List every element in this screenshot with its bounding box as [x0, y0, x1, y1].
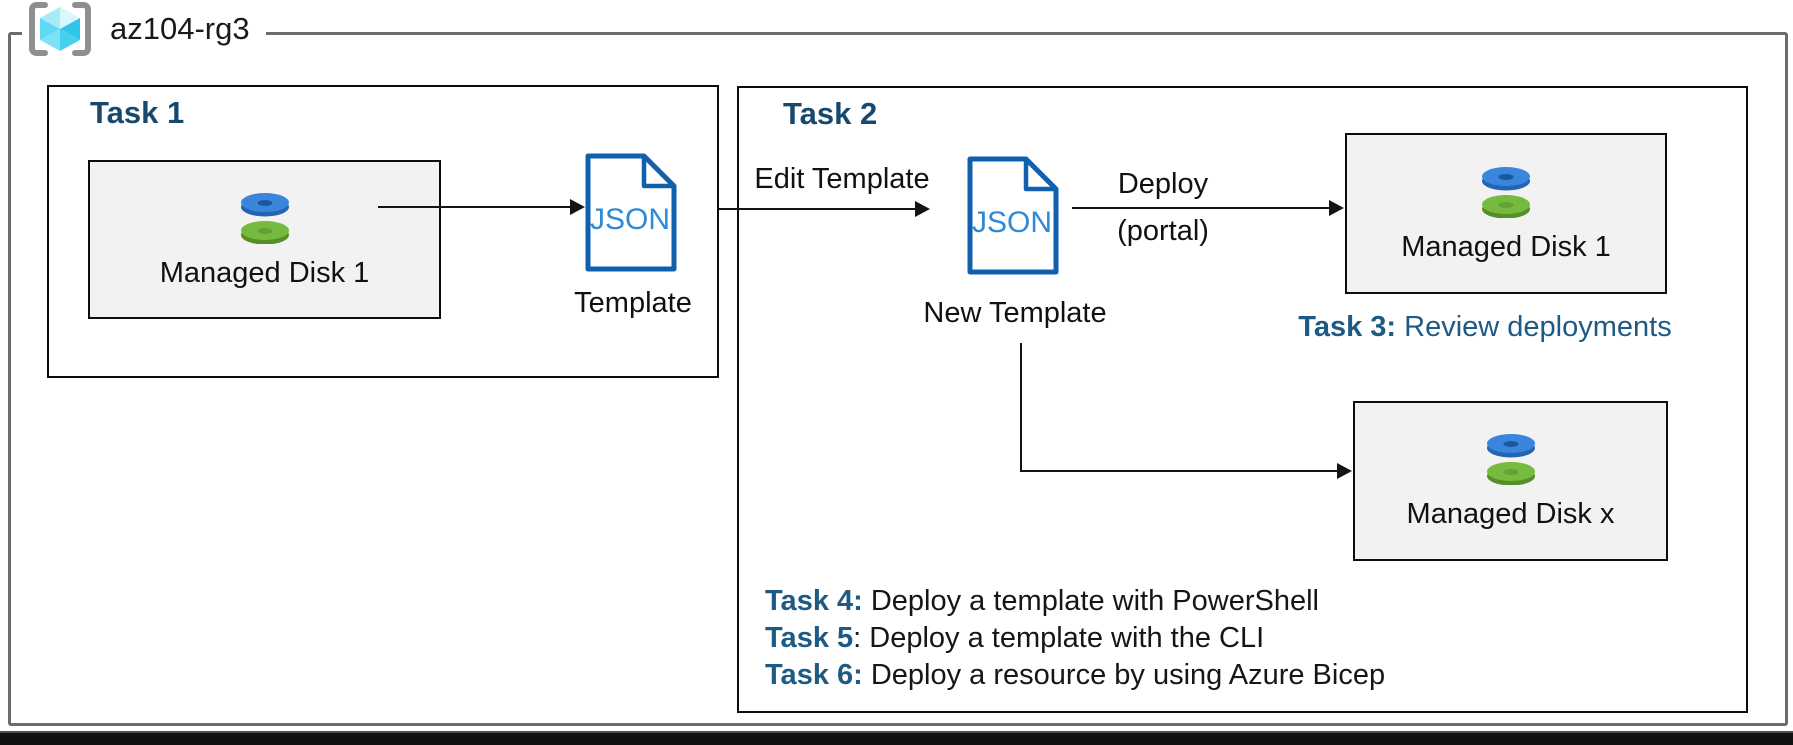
task-list-item: Task 5: Deploy a template with the CLI	[765, 620, 1385, 657]
managed-disk-1-deployed-box: Managed Disk 1	[1345, 133, 1667, 294]
managed-disk-icon	[1486, 434, 1535, 485]
managed-disk-icon	[240, 192, 289, 244]
task4-prefix: Task 4:	[765, 585, 863, 617]
task1-title: Task 1	[90, 95, 185, 130]
task-list: Task 4: Deploy a template with PowerShel…	[765, 583, 1385, 694]
resource-group-header: az104-rg3	[22, 0, 266, 58]
export-template-arrow	[378, 206, 570, 208]
json-template-icon: JSON	[585, 153, 677, 272]
deploy-portal-arrow	[1072, 207, 1329, 209]
json-icon-text: JSON	[590, 203, 670, 236]
json-icon-text: JSON	[972, 206, 1052, 239]
task-list-item: Task 4: Deploy a template with PowerShel…	[765, 583, 1385, 620]
resource-group-name: az104-rg3	[110, 11, 250, 46]
managed-disk-1-deployed-label: Managed Disk 1	[1401, 230, 1611, 263]
new-template-connector-vertical	[1020, 343, 1022, 472]
portal-label: (portal)	[1117, 215, 1209, 247]
task4-text: Deploy a template with PowerShell	[862, 585, 1319, 617]
new-template-label: New Template	[923, 297, 1107, 329]
task5-prefix: Task 5	[765, 622, 854, 654]
new-template-to-diskx-arrow	[1020, 470, 1337, 472]
task2-title: Task 2	[783, 96, 878, 131]
managed-disk-icon	[1482, 166, 1530, 218]
template-label: Template	[574, 287, 692, 319]
task5-text: : Deploy a template with the CLI	[853, 622, 1265, 654]
managed-disk-x-label: Managed Disk x	[1406, 498, 1615, 530]
deploy-label: Deploy	[1117, 168, 1209, 200]
task3-text: Review deployments	[1396, 311, 1672, 343]
task6-text: Deploy a resource by using Azure Bicep	[862, 659, 1386, 691]
json-new-template-icon: JSON	[967, 156, 1059, 275]
task3-prefix: Task 3:	[1298, 311, 1397, 343]
resource-group-icon	[29, 2, 91, 56]
managed-disk-x-box: Managed Disk x	[1353, 401, 1668, 561]
task6-prefix: Task 6:	[765, 659, 863, 691]
managed-disk-1-source-box: Managed Disk 1	[88, 160, 441, 319]
task-list-item: Task 6: Deploy a resource by using Azure…	[765, 657, 1385, 694]
edit-template-label: Edit Template	[754, 163, 930, 195]
bottom-bar	[0, 731, 1793, 745]
task3-caption: Task 3: Review deployments	[1270, 311, 1700, 344]
resource-group-boundary	[8, 32, 1788, 726]
managed-disk-1-label: Managed Disk 1	[159, 256, 370, 289]
edit-template-arrow	[719, 208, 915, 210]
